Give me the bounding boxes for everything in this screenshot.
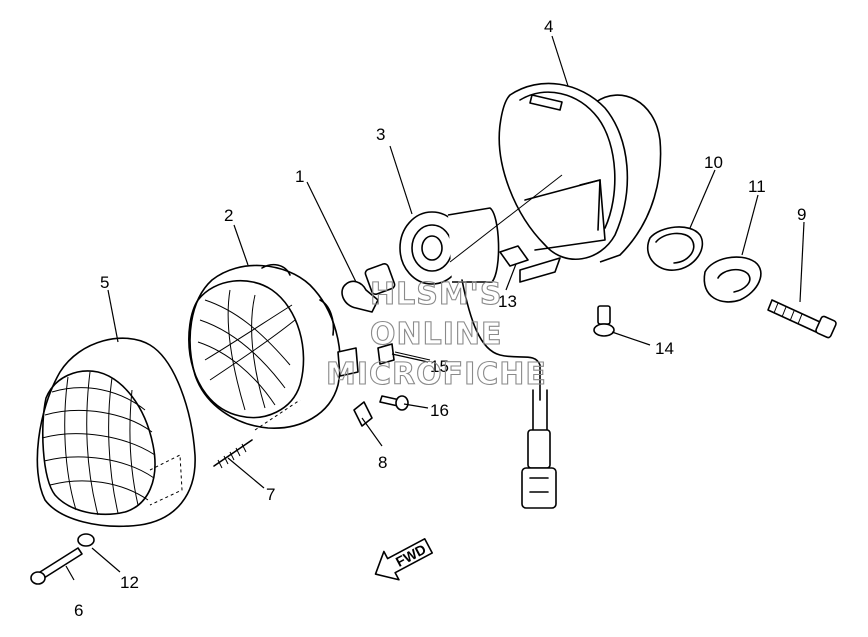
- leader-lines: [65, 35, 805, 581]
- callout-3: 3: [376, 125, 385, 144]
- part-11-cover: [703, 256, 762, 303]
- part-9-bolt: [767, 299, 837, 339]
- wire-connector: [521, 389, 557, 509]
- callout-6: 6: [74, 601, 83, 620]
- part-10-grommet: [647, 226, 704, 271]
- callout-labels: 1 2 3 4 5 6 7 8 9 10 11 12 13 14 15 16: [74, 17, 806, 620]
- watermark-line-3: MICROFICHE: [326, 357, 547, 392]
- watermark-line-1: HLSM'S: [370, 277, 502, 312]
- callout-1: 1: [295, 167, 304, 186]
- part-15-bracket: [377, 343, 431, 365]
- callout-15: 15: [430, 357, 449, 376]
- callout-11: 11: [748, 177, 766, 196]
- callout-13: 13: [498, 292, 517, 311]
- forward-direction-arrow: FWD: [374, 538, 434, 581]
- callout-2: 2: [224, 206, 233, 225]
- part-8-nut: [353, 401, 373, 427]
- part-6-screw: [30, 547, 83, 585]
- callout-8: 8: [378, 453, 387, 472]
- watermark-line-2: ONLINE: [370, 317, 503, 352]
- callout-5: 5: [100, 273, 109, 292]
- part-12-washer: [77, 533, 95, 547]
- watermark: HLSM'S ONLINE MICROFICHE: [325, 276, 547, 392]
- part-2-lens-unit: [188, 263, 359, 431]
- callout-4: 4: [544, 17, 553, 36]
- fwd-label: FWD: [393, 541, 429, 570]
- part-1-bulb: [341, 263, 396, 313]
- part-3-socket: [399, 207, 541, 401]
- callout-10: 10: [704, 153, 723, 172]
- part-7-spring: [213, 439, 253, 469]
- callout-7: 7: [266, 485, 275, 504]
- callout-9: 9: [797, 205, 806, 224]
- part-16-screw: [379, 395, 409, 411]
- part-13-clip: [499, 245, 529, 267]
- part-4-housing: [449, 82, 662, 283]
- part-14-screw: [593, 305, 615, 337]
- callout-16: 16: [430, 401, 449, 420]
- callout-14: 14: [655, 339, 674, 358]
- callout-12: 12: [120, 573, 139, 592]
- part-5-grille-guard: [36, 337, 196, 528]
